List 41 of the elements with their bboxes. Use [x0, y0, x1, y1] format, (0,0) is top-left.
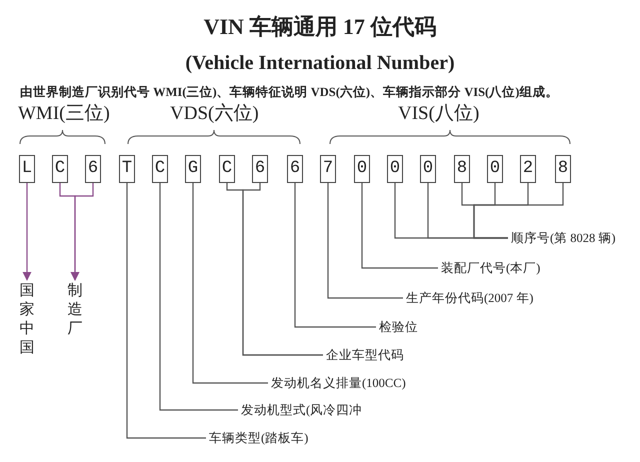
- code-character: 2: [520, 155, 536, 183]
- code-character: 8: [454, 155, 470, 183]
- callout-label: 生产年份代码(2007 年): [405, 290, 534, 306]
- callout-label: 检验位: [378, 319, 419, 335]
- code-character: 8: [555, 155, 571, 183]
- leader-line: [327, 183, 403, 299]
- code-character: L: [19, 155, 35, 183]
- leader-line: [159, 183, 238, 411]
- code-character: 6: [85, 155, 101, 183]
- title: VIN 车辆通用 17 位代码: [202, 13, 438, 41]
- leader-line: [361, 183, 438, 269]
- code-character: 0: [354, 155, 370, 183]
- callout-label: 顺序号(第 8028 辆): [510, 230, 617, 246]
- leader-line: [473, 183, 564, 239]
- callout-label: 发动机型式(风冷四冲: [240, 402, 364, 418]
- code-character: C: [219, 155, 235, 183]
- code-character: G: [185, 155, 201, 183]
- code-character: C: [52, 155, 68, 183]
- code-character: C: [152, 155, 168, 183]
- code-character: T: [119, 155, 135, 183]
- description-text: 由世界制造厂识别代号 WMI(三位)、车辆特征说明 VDS(六位)、车辆指示部分 VIS(八位)组成。: [20, 84, 558, 101]
- callout-label: 发动机名义排量(100CC): [270, 375, 407, 391]
- arrow: [70, 183, 94, 281]
- subtitle: (Vehicle International Number): [184, 52, 456, 75]
- leader-line: [294, 183, 376, 328]
- callout-label: 企业车型代码: [325, 347, 405, 363]
- group-label: VDS(六位): [170, 102, 259, 126]
- leader-line: [192, 183, 268, 384]
- code-character: 0: [487, 155, 503, 183]
- group-label: VIS(八位): [398, 102, 480, 126]
- code-character: 6: [252, 155, 268, 183]
- leader-line: [126, 183, 206, 439]
- code-character: 0: [387, 155, 403, 183]
- code-character: 6: [287, 155, 303, 183]
- callout-label: 装配厂代号(本厂): [440, 260, 542, 276]
- group-label: WMI(三位): [18, 102, 110, 126]
- leader-line: [242, 183, 323, 356]
- callout-label: 车辆类型(踏板车): [208, 430, 310, 446]
- arrow: [22, 183, 32, 281]
- code-character: 7: [320, 155, 336, 183]
- code-character: 0: [420, 155, 436, 183]
